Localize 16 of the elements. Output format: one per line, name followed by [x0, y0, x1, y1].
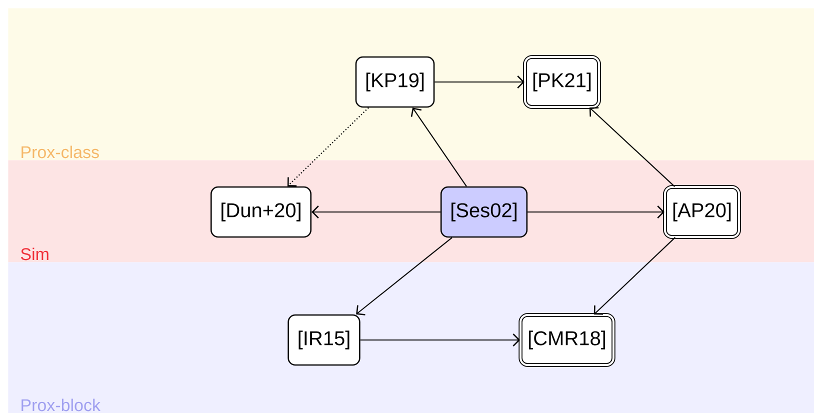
reference-box: [IR15]: [288, 314, 360, 366]
arrow: [434, 76, 525, 88]
reference-box: [Dun+20]: [210, 186, 312, 238]
reference-box: [KP19]: [355, 56, 435, 108]
arrow: [594, 237, 676, 315]
reference-box: [PK21]: [523, 55, 601, 109]
arrow: [360, 334, 520, 346]
arrow: [528, 206, 665, 218]
arrow: [287, 107, 369, 186]
arrow: [410, 108, 467, 187]
arrow: [589, 107, 675, 187]
reference-box: [AP20]: [663, 185, 741, 239]
arrow: [356, 237, 452, 316]
arrow: [312, 206, 440, 218]
reference-box: [Ses02]: [440, 186, 528, 238]
reference-box: [CMR18]: [518, 313, 616, 367]
